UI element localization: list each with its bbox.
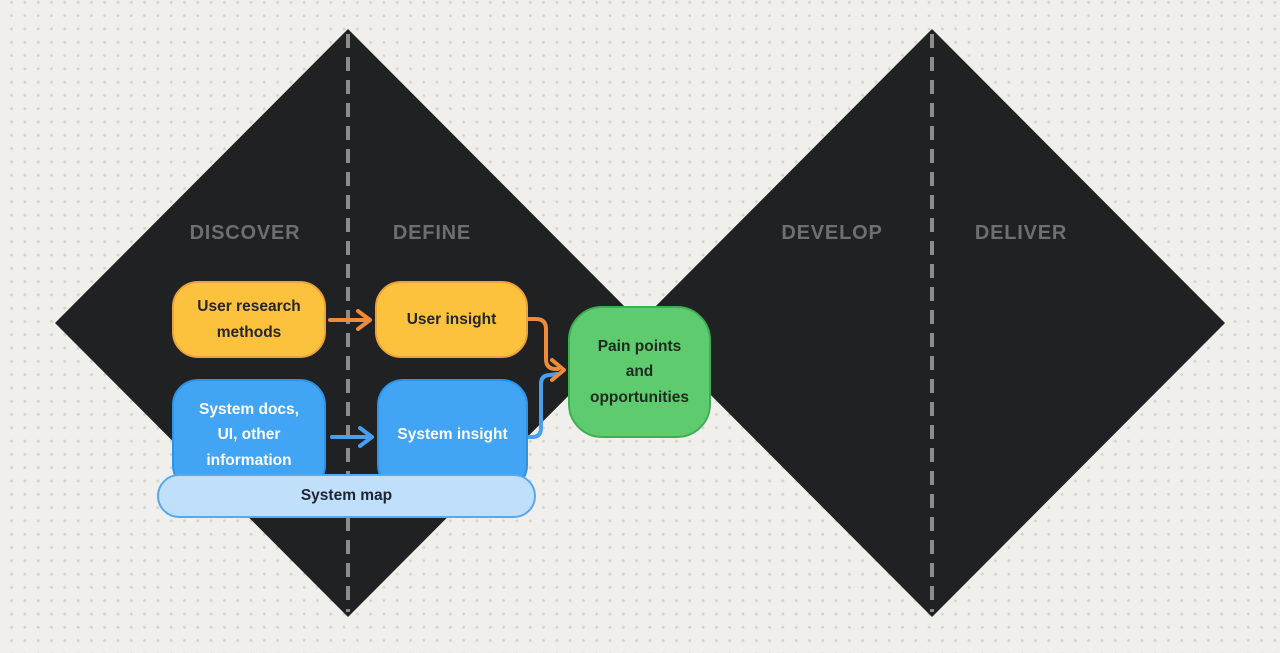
node-system-docs: System docs, UI, other information xyxy=(172,379,326,491)
connector-system-insight-to-pain-points xyxy=(525,372,559,439)
node-system-map: System map xyxy=(157,474,536,518)
arrow-user-research-to-user-insight xyxy=(328,309,372,331)
phase-label-define: DEFINE xyxy=(392,222,472,244)
node-system-map-label: System map xyxy=(300,487,393,505)
node-user-research-methods-label: User research methods xyxy=(197,298,301,341)
node-pain-points-opportunities: Pain points and opportunities xyxy=(568,306,711,438)
arrow-system-docs-to-system-insight xyxy=(330,426,374,448)
node-system-insight-label: System insight xyxy=(397,426,508,444)
phase-label-discover: DISCOVER xyxy=(189,222,301,244)
node-user-insight: User insight xyxy=(375,281,528,358)
node-user-insight-label: User insight xyxy=(406,310,497,328)
phase-label-deliver: DELIVER xyxy=(974,222,1068,244)
connector-user-insight-to-pain-points xyxy=(525,317,566,382)
node-user-research-methods: User research methods xyxy=(172,281,326,358)
phase-label-develop: DEVELOP xyxy=(781,222,883,244)
node-system-insight: System insight xyxy=(377,379,528,491)
node-pain-points-opportunities-label: Pain points and opportunities xyxy=(589,337,690,406)
node-system-docs-label: System docs, UI, other information xyxy=(199,400,299,469)
